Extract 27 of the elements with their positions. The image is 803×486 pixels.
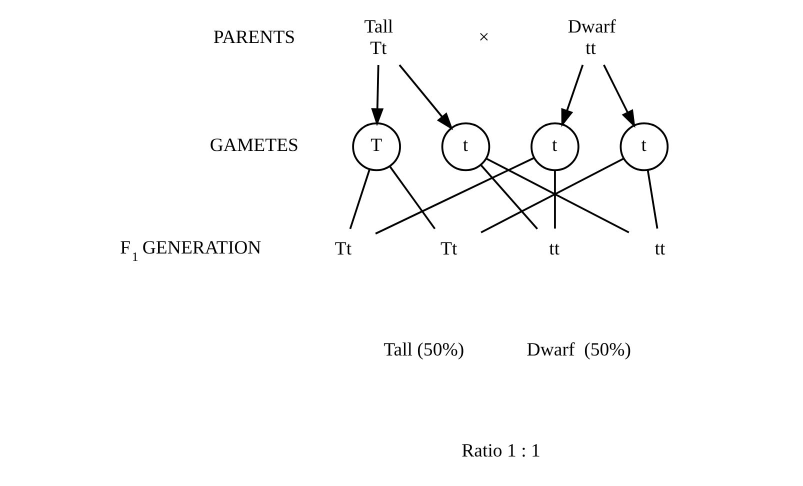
arrow	[561, 64, 584, 127]
connector	[554, 170, 556, 229]
node-text: Tall Tt	[364, 16, 394, 59]
connector	[480, 164, 538, 230]
node-text: Tt	[440, 238, 458, 260]
label: Tall (50%)	[384, 339, 464, 360]
node-circle: t	[441, 122, 490, 172]
node-text: Tt	[334, 238, 352, 260]
label: F$_{1}$ GENERATION	[120, 237, 262, 264]
label: PARENTS	[213, 27, 296, 48]
node-text: tt	[654, 238, 666, 260]
node-circle: T	[352, 122, 401, 172]
arrow	[371, 64, 384, 126]
node-text: tt	[549, 238, 560, 260]
connector	[646, 170, 658, 229]
connector	[349, 169, 370, 230]
connector	[375, 157, 534, 234]
connector	[389, 166, 436, 230]
label: GAMETES	[210, 135, 299, 156]
label: Ratio 1 : 1	[462, 440, 540, 462]
arrow	[398, 64, 454, 130]
node-circle: t	[530, 122, 580, 172]
node-text: Dwarf tt	[568, 16, 616, 59]
label: ×	[478, 27, 490, 48]
label: Dwarf (50%)	[526, 339, 632, 360]
arrow	[603, 64, 636, 128]
node-circle: t	[620, 122, 669, 172]
